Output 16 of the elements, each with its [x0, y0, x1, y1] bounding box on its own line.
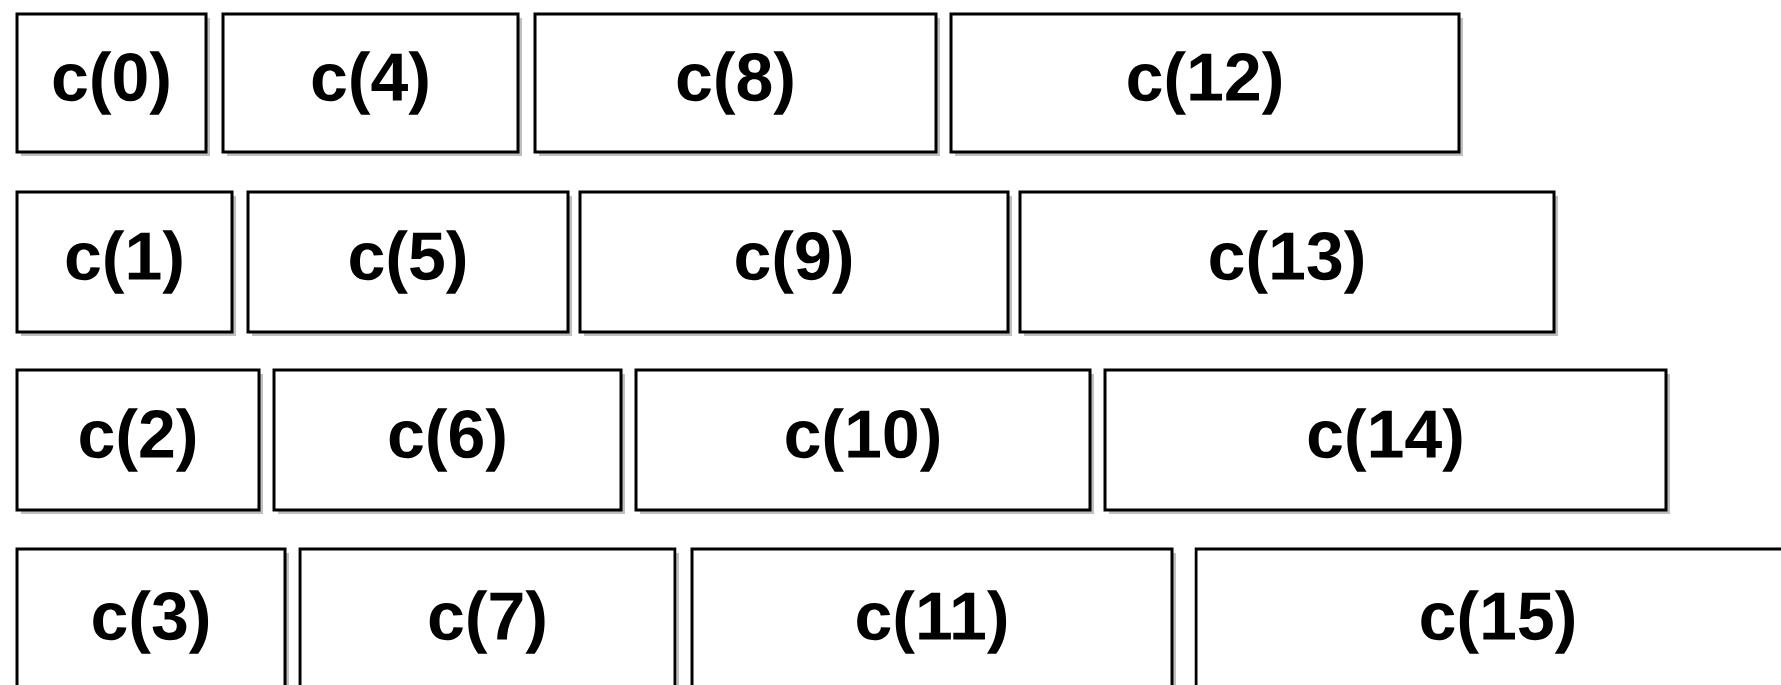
text-box: c(15)	[1194, 547, 1781, 685]
text-box: c(7)	[298, 547, 679, 685]
text-box: c(5)	[246, 190, 572, 336]
text-box: c(12)	[949, 12, 1463, 156]
text-box: c(13)	[1018, 190, 1558, 336]
text-box: c(4)	[221, 12, 522, 156]
text-box: c(3)	[15, 547, 289, 685]
text-box: c(1)	[15, 190, 236, 336]
text-box: c(14)	[1103, 368, 1670, 514]
text-box: c(11)	[690, 547, 1176, 685]
text-box: c(10)	[634, 368, 1094, 514]
text-box: c(0)	[15, 12, 210, 156]
text-box: c(6)	[272, 368, 625, 514]
text-box: c(9)	[578, 190, 1012, 336]
text-box: c(8)	[533, 12, 940, 156]
text-box: c(2)	[15, 368, 263, 514]
